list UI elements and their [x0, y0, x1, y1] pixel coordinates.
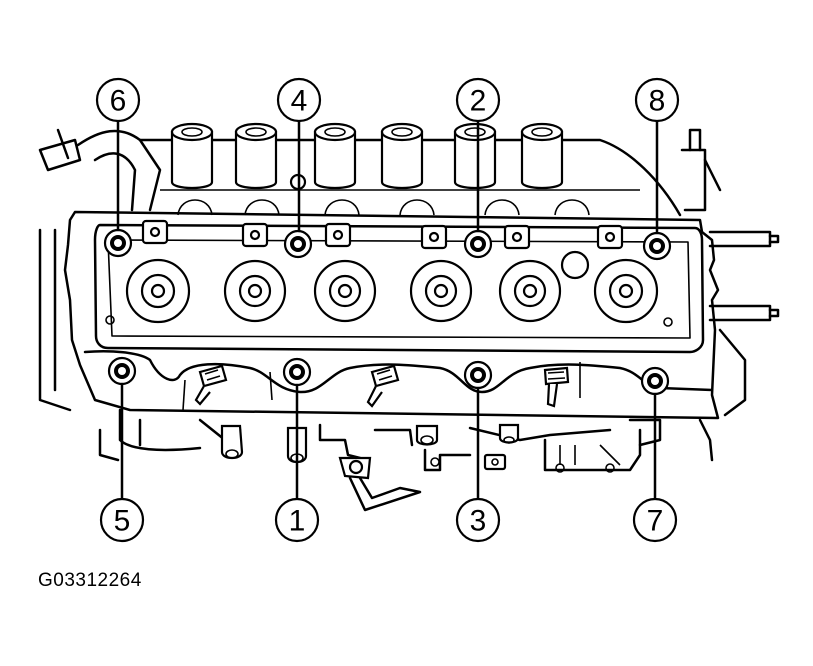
intake-port-3: [313, 122, 357, 190]
spark-plug-tubes: [125, 250, 659, 324]
callout-5-label: 5: [114, 505, 131, 538]
callout-6-label: 6: [110, 85, 127, 118]
callout-1-label: 1: [289, 505, 306, 538]
callout-1: 1: [274, 497, 320, 543]
tube-3: [313, 259, 377, 323]
figure-id: G03312264: [38, 570, 142, 591]
bolt-8: [642, 231, 672, 261]
callout-6: 6: [95, 77, 141, 123]
callout-2-label: 2: [470, 85, 487, 118]
callout-8: 8: [634, 77, 680, 123]
bolt-1: [282, 357, 312, 387]
intake-port-1: [170, 122, 214, 190]
engine-block-lower: [98, 408, 714, 512]
intake-port-2: [234, 122, 278, 190]
callout-8-label: 8: [649, 85, 666, 118]
bolt-4: [283, 229, 313, 259]
intake-ports: [170, 122, 590, 216]
spark-plug-2: [366, 364, 400, 408]
leader-lines: [116, 119, 659, 501]
bolt-3: [463, 360, 493, 390]
spark-plug-1: [194, 364, 228, 406]
tube-5: [498, 259, 562, 323]
tube-2: [223, 259, 287, 323]
callout-3-label: 3: [470, 505, 487, 538]
callout-5: 5: [99, 497, 145, 543]
spark-plugs: [194, 364, 570, 408]
bolt-5: [107, 356, 137, 386]
bolt-7: [640, 366, 670, 396]
tube-1: [125, 258, 191, 324]
callout-7-label: 7: [647, 505, 664, 538]
engine-background: [38, 128, 780, 417]
callouts: 6 4 2 8 5 1 3 7: [95, 77, 680, 543]
head-bolts: [103, 228, 672, 396]
bolt-6: [103, 228, 133, 258]
intake-port-5: [453, 122, 497, 190]
intake-port-6: [520, 122, 564, 190]
cylinder-head: [63, 210, 720, 420]
tube-4: [409, 259, 473, 323]
bolt-2: [463, 229, 493, 259]
callout-3: 3: [455, 497, 501, 543]
callout-2: 2: [455, 77, 501, 123]
mounting-studs: [141, 219, 624, 250]
callout-7: 7: [632, 497, 678, 543]
callout-4: 4: [276, 77, 322, 123]
intake-port-4: [380, 122, 424, 190]
tube-6: [593, 258, 659, 324]
callout-4-label: 4: [291, 85, 308, 118]
spark-plug-3: [543, 366, 570, 408]
